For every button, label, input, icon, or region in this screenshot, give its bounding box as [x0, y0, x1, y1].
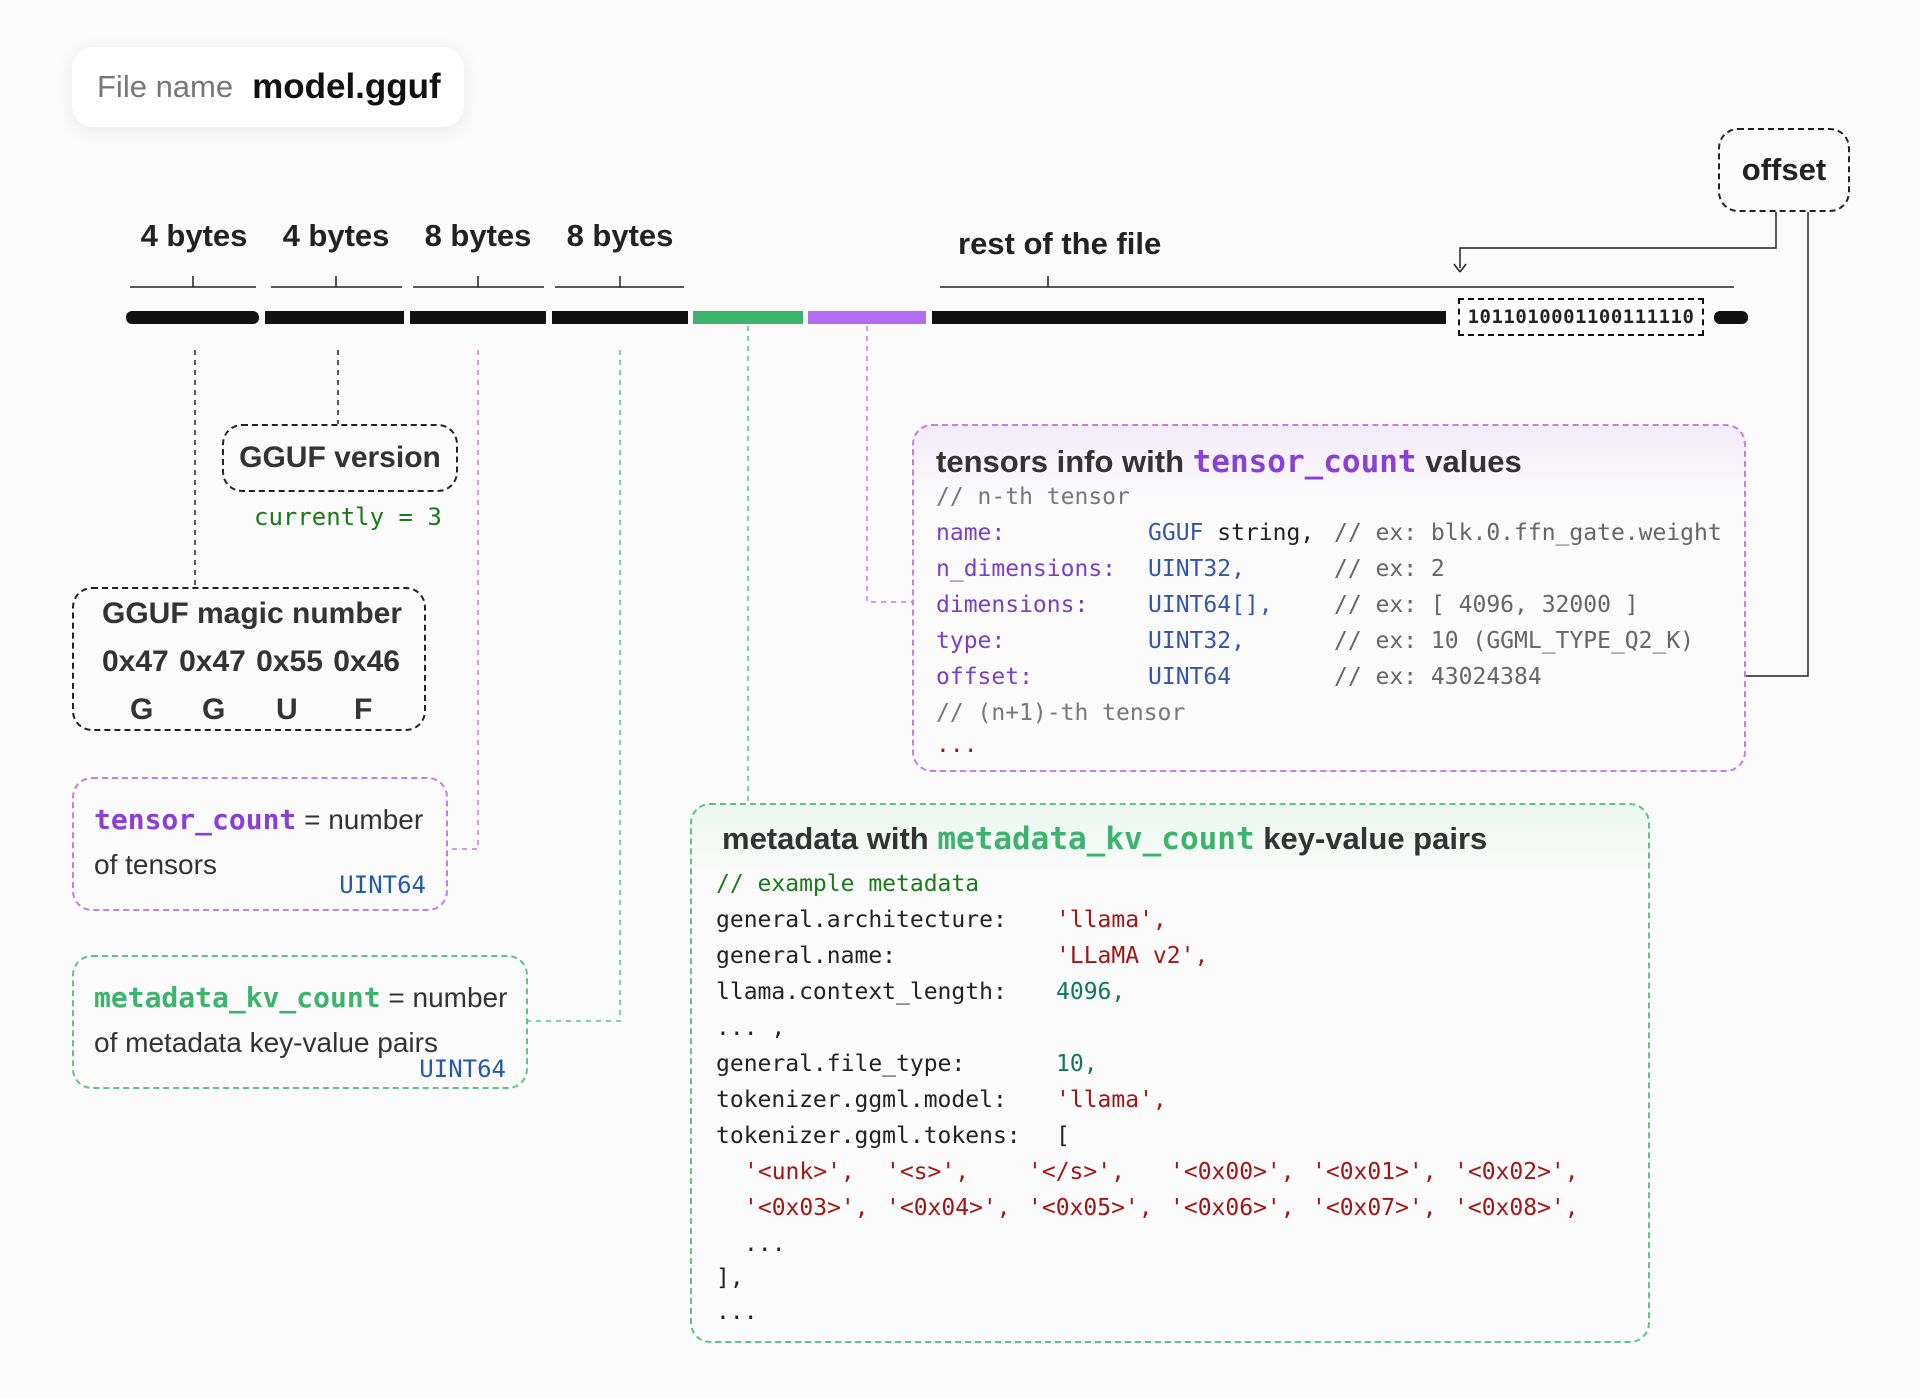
tensor-field-comment: // ex: 43024384 — [1334, 664, 1542, 690]
size-label-kv-count: 8 bytes — [566, 218, 674, 253]
tensor-field-comment: // ex: 2 — [1334, 556, 1445, 582]
metadata-comment: // example metadata — [716, 871, 980, 897]
file-name-label: File name — [97, 69, 234, 104]
rest-of-file-label: rest of the file — [958, 226, 1162, 261]
magic-letter: F — [354, 693, 373, 726]
token-entry: '<0x02>', — [1454, 1159, 1579, 1185]
bar-segment-metadata — [693, 311, 803, 324]
bar-segment-version — [265, 311, 404, 324]
token-entry: '<0x05>', — [1028, 1195, 1153, 1221]
tensor-field-type: UINT32, — [1148, 556, 1245, 582]
leader-kv-count — [528, 350, 621, 1022]
file-name-value: model.gguf — [252, 67, 441, 106]
tensor-field-key: type: — [936, 628, 1006, 654]
metadata-box: metadata with metadata_kv_count key-valu… — [690, 803, 1650, 1343]
size-brackets — [130, 276, 1734, 288]
tensor-ellipsis: ... — [936, 732, 978, 758]
bar-segment-end — [1714, 311, 1748, 324]
tensor-field-comment: // ex: blk.0.ffn_gate.weight — [1334, 520, 1722, 546]
bar-segment-rest — [932, 311, 1446, 324]
tensor-field-type: UINT64 — [1148, 664, 1232, 690]
size-label-tensor-count: 8 bytes — [424, 218, 532, 253]
size-label-version: 4 bytes — [282, 218, 390, 253]
bar-segment-magic — [126, 311, 259, 324]
token-entry: '<0x03>', — [744, 1195, 869, 1221]
metadata-key: general.architecture: — [716, 907, 1007, 933]
token-entry: '<0x07>', — [1312, 1195, 1437, 1221]
tensors-info-title: tensors info with tensor_count values — [936, 444, 1522, 480]
metadata-ellipsis: ... — [716, 1299, 758, 1325]
metadata-value: 'llama', — [1056, 907, 1167, 933]
tensor-field-type: UINT64[], — [1148, 592, 1273, 618]
tensor-field-key: dimensions: — [936, 592, 1089, 618]
tensor-comment: // n-th tensor — [936, 484, 1130, 510]
magic-letter: G — [202, 693, 226, 726]
tokens-close: ], — [716, 1265, 744, 1291]
tensor-count-type: UINT64 — [339, 871, 426, 899]
tensor-count-code: tensor_count — [94, 803, 297, 836]
metadata-value: 4096, — [1056, 979, 1126, 1005]
metadata-kv-count-code: metadata_kv_count — [94, 981, 381, 1014]
metadata-value: 'LLaMA v2', — [1056, 943, 1209, 969]
metadata-kv-count-type: UINT64 — [419, 1055, 506, 1083]
token-entry: '<unk>', — [744, 1159, 855, 1185]
metadata-kv-count-desc: of metadata key-value pairs — [94, 1027, 438, 1058]
offset-box: offset — [1718, 128, 1850, 212]
size-label-magic: 4 bytes — [140, 218, 248, 253]
metadata-value: 10, — [1056, 1051, 1098, 1077]
tensor-field-key: name: — [936, 520, 1006, 546]
token-entry: '<s>', — [886, 1159, 970, 1185]
magic-number-box: GGUF magic number 0x47 0x47 0x55 0x46 G … — [72, 587, 426, 731]
token-entry: '<0x06>', — [1170, 1195, 1295, 1221]
magic-letter: U — [276, 693, 298, 726]
tensors-info-box: tensors info with tensor_count values //… — [912, 424, 1746, 772]
tensor-field-type: GGUF string, — [1148, 520, 1315, 546]
metadata-key: general.name: — [716, 943, 897, 969]
token-entry: '<0x08>', — [1454, 1195, 1579, 1221]
tensor-field-comment: // ex: [ 4096, 32000 ] — [1334, 592, 1639, 618]
token-entry: '<0x01>', — [1312, 1159, 1437, 1185]
gguf-version-note: currently = 3 — [254, 503, 442, 531]
tensor-field-comment: // ex: 10 (GGML_TYPE_Q2_K) — [1334, 628, 1695, 654]
tensor-count-desc: of tensors — [94, 849, 217, 880]
magic-number-title: GGUF magic number — [102, 597, 403, 630]
metadata-key: tokenizer.ggml.tokens: — [716, 1123, 1021, 1149]
metadata-key: ... , — [716, 1015, 786, 1041]
bar-segment-tensors — [808, 311, 926, 324]
token-entry: '</s>', — [1028, 1159, 1125, 1185]
metadata-value: [ — [1056, 1123, 1070, 1149]
magic-letter: G — [130, 693, 154, 726]
metadata-title: metadata with metadata_kv_count key-valu… — [722, 821, 1488, 857]
tensor-count-box: tensor_count = number of tensors UINT64 — [72, 777, 448, 911]
metadata-key: general.file_type: — [716, 1051, 966, 1077]
tokens-ellipsis: ... — [744, 1231, 786, 1257]
bar-segment-kv-count — [552, 311, 688, 324]
metadata-value: 'llama', — [1056, 1087, 1167, 1113]
token-entry: '<0x04>', — [886, 1195, 1011, 1221]
token-entry: '<0x00>', — [1170, 1159, 1295, 1185]
tensor-field-key: n_dimensions: — [936, 556, 1117, 582]
bar-segment-tensor-count — [410, 311, 546, 324]
magic-number-hex: 0x47 0x47 0x55 0x46 — [102, 645, 400, 678]
tensor-field-key: offset: — [936, 664, 1033, 690]
leader-tensors — [866, 326, 912, 603]
metadata-key: llama.context_length: — [716, 979, 1007, 1005]
metadata-key: tokenizer.ggml.model: — [716, 1087, 1007, 1113]
binary-value: 1011010001100111110 — [1458, 298, 1704, 336]
file-name-card: File name model.gguf — [72, 47, 464, 127]
metadata-kv-count-box: metadata_kv_count = number of metadata k… — [72, 955, 528, 1089]
gguf-version-box: GGUF version — [222, 424, 458, 492]
tensor-field-type: UINT32, — [1148, 628, 1245, 654]
leader-tensor-count — [448, 350, 479, 850]
tensor-comment: // (n+1)-th tensor — [936, 700, 1186, 726]
